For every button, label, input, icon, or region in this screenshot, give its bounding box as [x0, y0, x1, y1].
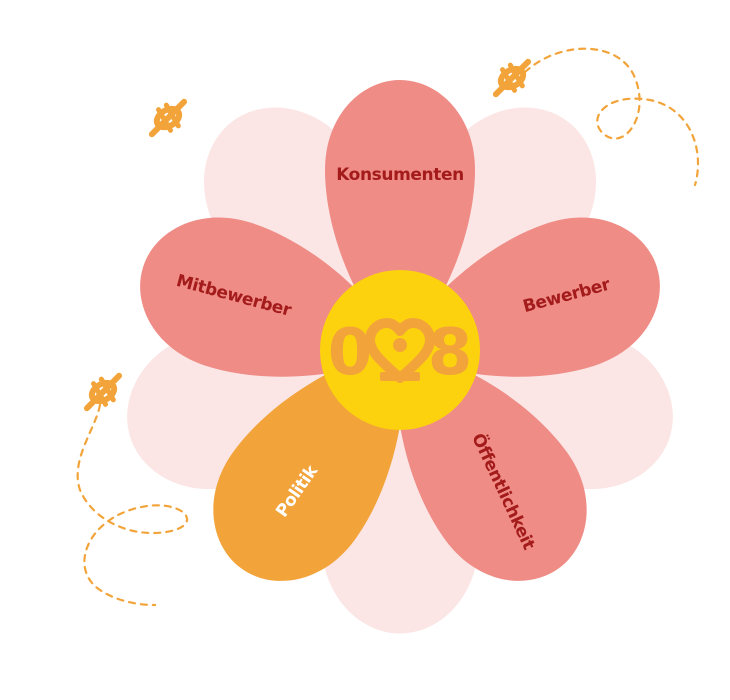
flight-path-top-right [523, 47, 700, 187]
flight-path-left [76, 403, 189, 607]
petal-mitbewerber: Mitbewerber [120, 195, 424, 422]
bee-icon [78, 371, 128, 414]
flower-center: 0 8 [320, 270, 480, 430]
petal-politik: Politik [180, 305, 461, 613]
stakeholder-petals: KonsumentenBewerberÖffentlichkeitPolitik… [120, 80, 680, 613]
flight-paths [76, 47, 700, 607]
bee-icon [143, 97, 193, 140]
logo-028: 0 8 [328, 316, 473, 390]
heart-bee-icon [365, 318, 435, 383]
petal-bewerber: Bewerber [376, 195, 680, 422]
petal-konsumenten: Konsumenten [325, 80, 475, 350]
bee-icon [487, 57, 537, 100]
logo-right-digit: 8 [428, 316, 473, 390]
petal-öffentlichkeit: Öffentlichkeit [339, 305, 620, 613]
logo-left-digit: 0 [328, 316, 373, 390]
petal-label: Konsumenten [336, 165, 464, 185]
